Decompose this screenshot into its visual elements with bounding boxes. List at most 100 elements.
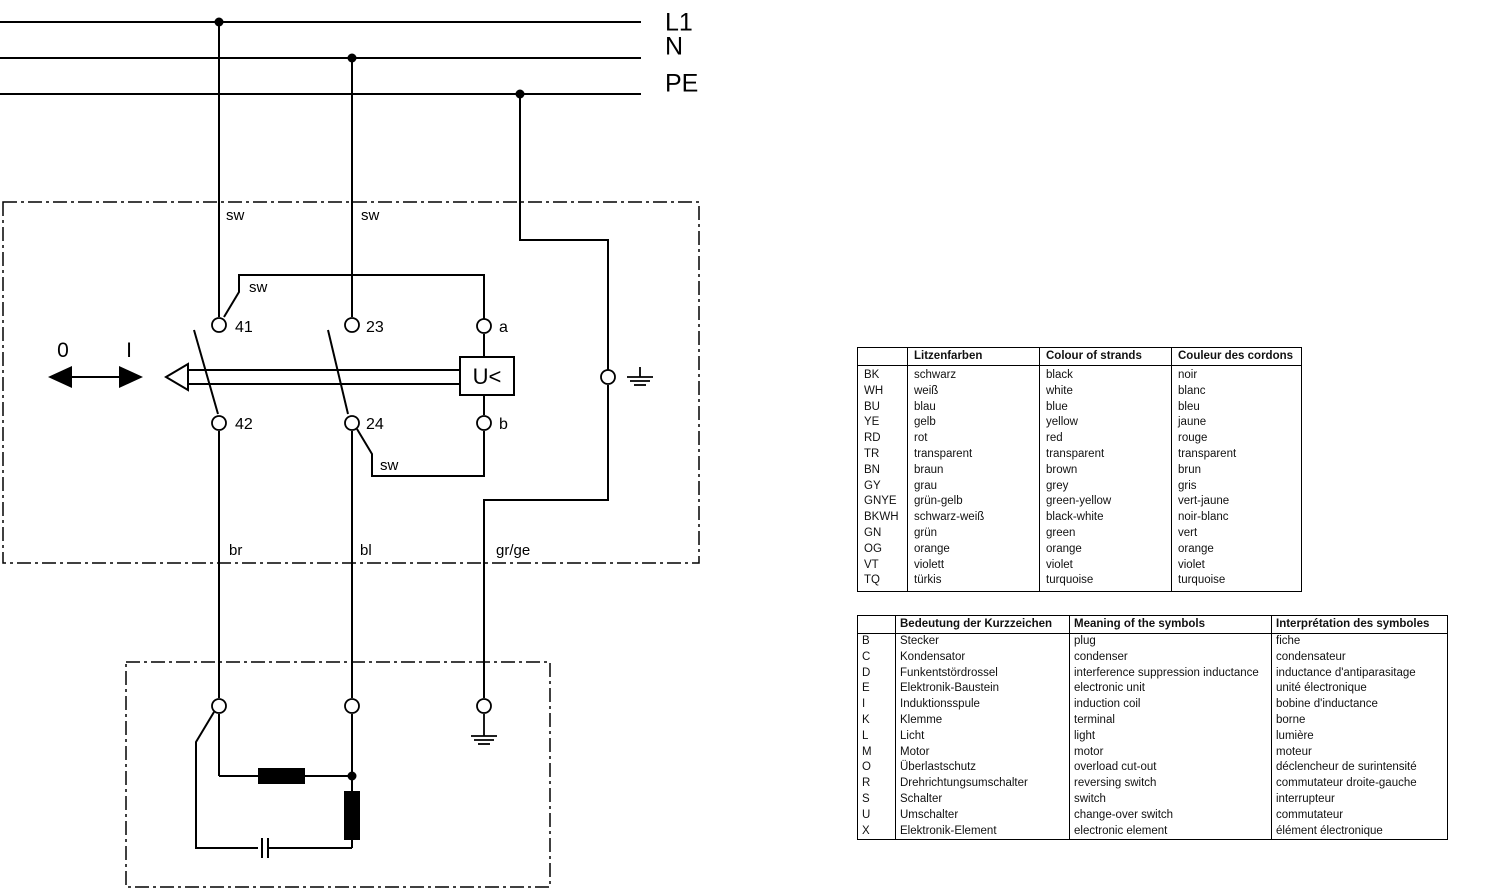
symbols-header-row: Bedeutung der Kurzzeichen Meaning of the…	[857, 615, 1448, 634]
cell-french: bobine d'inductance	[1271, 697, 1448, 713]
cell-french: noir-blanc	[1171, 510, 1302, 526]
cell-code: M	[857, 744, 896, 761]
cell-code: BN	[857, 462, 908, 479]
cell-code: K	[857, 712, 896, 729]
cell-german: Elektronik-Baustein	[895, 681, 1070, 698]
junction-pe	[515, 89, 525, 99]
cell-french: déclencheur de surintensité	[1271, 760, 1448, 777]
wire-label-sw-n: sw	[361, 207, 380, 224]
terminal-a-label: a	[499, 319, 508, 336]
cell-english: violet	[1039, 557, 1172, 574]
motor-terminal-2	[344, 698, 360, 714]
terminal-23	[344, 317, 360, 333]
terminal-24-label: 24	[366, 416, 384, 433]
terminal-41-label: 41	[235, 319, 253, 336]
wire-label-sw-l1: sw	[226, 207, 245, 224]
cell-code: BKWH	[857, 510, 908, 526]
rail-n-label: N	[665, 33, 683, 61]
cell-code: WH	[857, 383, 908, 400]
cell-german: violett	[907, 557, 1040, 574]
cell-english: grey	[1039, 478, 1172, 495]
motor-terminal-earth	[476, 698, 492, 714]
wire-label-bl: bl	[360, 542, 372, 559]
motor-winding-vertical	[344, 791, 360, 840]
cell-french: élément électronique	[1271, 823, 1448, 841]
terminal-b	[476, 415, 492, 431]
cell-code: E	[857, 681, 896, 698]
header-symbol	[857, 615, 896, 634]
cell-french: blanc	[1171, 383, 1302, 400]
header-code	[857, 347, 908, 366]
cell-english: plug	[1069, 633, 1272, 650]
cell-code: R	[857, 776, 896, 792]
cell-german: Umschalter	[895, 807, 1070, 824]
cell-code: GY	[857, 478, 908, 495]
cell-code: BK	[857, 365, 908, 384]
cell-german: Klemme	[895, 712, 1070, 729]
cell-french: commutateur	[1271, 807, 1448, 824]
terminal-earth-switch	[600, 369, 616, 385]
cell-english: green-yellow	[1039, 494, 1172, 511]
cell-german: schwarz-weiß	[907, 510, 1040, 526]
arrow-left-icon	[48, 366, 72, 388]
cell-french: vert-jaune	[1171, 494, 1302, 511]
cell-german: Überlastschutz	[895, 760, 1070, 777]
terminal-42-label: 42	[235, 416, 253, 433]
wire-label-br: br	[229, 542, 242, 559]
cell-english: light	[1069, 728, 1272, 745]
cell-german: braun	[907, 462, 1040, 479]
cell-french: noir	[1171, 365, 1302, 384]
cell-english: change-over switch	[1069, 807, 1272, 824]
cell-french: borne	[1271, 712, 1448, 729]
cell-code: RD	[857, 431, 908, 447]
motor-housing	[125, 661, 551, 888]
cell-french: condensateur	[1271, 649, 1448, 666]
wire-label-sw-bottom: sw	[380, 457, 399, 474]
junction-motor	[347, 771, 357, 781]
cell-german: Drehrichtungsumschalter	[895, 776, 1070, 792]
cell-french: bleu	[1171, 399, 1302, 416]
cell-english: switch	[1069, 791, 1272, 808]
coil-label: U<	[473, 364, 502, 389]
wiring-diagram: L1 N PE sw sw sw sw 41 23 a 42 24 b U< 0…	[0, 9, 700, 888]
cell-german: türkis	[907, 573, 1040, 593]
actuator-arrow	[164, 362, 189, 392]
cell-german: Licht	[895, 728, 1070, 745]
junction-l1	[214, 17, 224, 27]
cell-french: violet	[1171, 557, 1302, 574]
cell-german: weiß	[907, 383, 1040, 400]
terminal-41	[211, 317, 227, 333]
cell-code: TR	[857, 446, 908, 463]
earth-symbol-switch	[627, 367, 653, 386]
undervoltage-coil	[459, 356, 515, 396]
header-french: Interprétation des symboles	[1271, 615, 1448, 634]
rail-pe-label: PE	[665, 70, 698, 98]
cell-english: brown	[1039, 462, 1172, 479]
cell-german: gelb	[907, 415, 1040, 432]
cell-english: orange	[1039, 541, 1172, 558]
cell-german: grün-gelb	[907, 494, 1040, 511]
cell-german: Induktionsspule	[895, 697, 1070, 713]
cell-english: blue	[1039, 399, 1172, 416]
contact-41-42	[193, 329, 219, 415]
cell-french: orange	[1171, 541, 1302, 558]
cell-english: electronic element	[1069, 823, 1272, 841]
position-on-label: I	[126, 339, 132, 362]
terminal-42	[211, 415, 227, 431]
cell-french: commutateur droite-gauche	[1271, 776, 1448, 792]
cell-code: YE	[857, 415, 908, 432]
cell-code: I	[857, 697, 896, 713]
